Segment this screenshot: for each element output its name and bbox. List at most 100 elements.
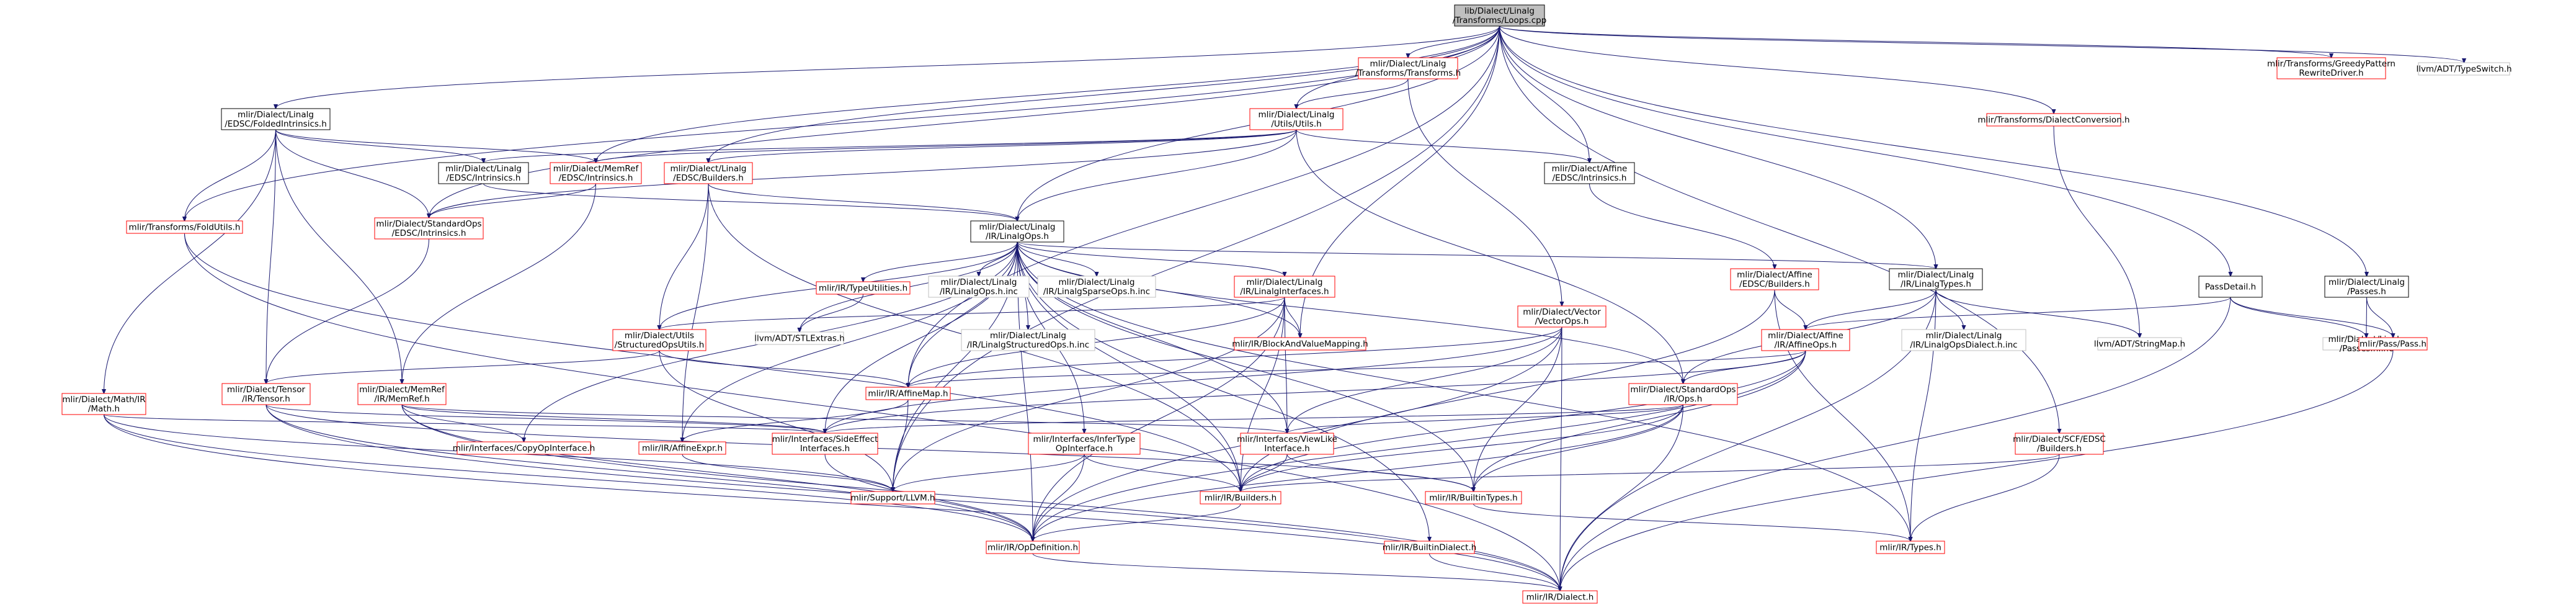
- node-copyOp[interactable]: mlir/Interfaces/CopyOpInterface.h: [453, 441, 595, 455]
- node-affineExpr[interactable]: mlir/IR/AffineExpr.h: [638, 441, 726, 455]
- edge-linOps-to-linInterfaces: [1017, 241, 1285, 276]
- node-label-line: llvm/ADT/STLExtras.h: [754, 334, 844, 344]
- node-blockMap[interactable]: mlir/IR/BlockAndValueMapping.h: [1232, 337, 1368, 351]
- edge-utils-to-stdOps: [1296, 129, 1683, 384]
- node-linStructInc[interactable]: mlir/Dialect/Linalg/IR/LinalgStructuredO…: [961, 329, 1095, 351]
- node-linOps[interactable]: mlir/Dialect/Linalg/IR/LinalgOps.h: [970, 220, 1064, 243]
- node-box: [1249, 108, 1344, 130]
- node-linTrans[interactable]: mlir/Dialect/Linalg/Transforms/Transform…: [1355, 57, 1461, 79]
- node-label-line: mlir/Dialect/Linalg: [1247, 277, 1323, 287]
- edge-linBuilders-to-linOps: [708, 183, 1017, 221]
- node-builtinDialect[interactable]: mlir/IR/BuiltinDialect.h: [1383, 541, 1477, 554]
- node-types[interactable]: mlir/IR/Types.h: [1876, 541, 1945, 554]
- edge-folded-to-mathIR: [104, 129, 276, 393]
- node-linPasses[interactable]: mlir/Dialect/Linalg/Passes.h: [2324, 276, 2409, 298]
- node-dialect[interactable]: mlir/IR/Dialect.h: [1522, 590, 1598, 604]
- node-linIntr[interactable]: mlir/Dialect/Linalg/EDSC/Intrinsics.h: [438, 162, 529, 184]
- node-box: [2015, 433, 2104, 455]
- node-linInterfaces[interactable]: mlir/Dialect/Linalg/IR/LinalgInterfaces.…: [1234, 276, 1335, 298]
- edge-linOps-to-viewLike: [1017, 241, 1287, 433]
- node-vectorOps[interactable]: mlir/Dialect/Vector/VectorOps.h: [1517, 305, 1607, 328]
- node-memrefIntr[interactable]: mlir/Dialect/MemRef/EDSC/Intrinsics.h: [550, 162, 642, 184]
- node-label-line: /EDSC/Builders.h: [673, 173, 744, 183]
- node-greedy[interactable]: mlir/Transforms/GreedyPatternRewriteDriv…: [2267, 57, 2396, 79]
- node-label-line: /IR/MemRef.h: [374, 394, 429, 404]
- node-scfBuilders[interactable]: mlir/Dialect/SCF/EDSC/Builders.h: [2013, 433, 2106, 455]
- edge-stdOps-to-dialect: [1560, 404, 1683, 591]
- node-label-line: mlir/IR/Builders.h: [1205, 493, 1277, 503]
- node-label-line: PassDetail.h: [2205, 282, 2257, 292]
- node-stdIntr[interactable]: mlir/Dialect/StandardOps/EDSC/Intrinsics…: [374, 217, 484, 240]
- node-foldUtils[interactable]: mlir/Transforms/FoldUtils.h: [126, 220, 243, 234]
- node-folded[interactable]: mlir/Dialect/Linalg/EDSC/FoldedIntrinsic…: [221, 108, 331, 130]
- node-label-line: /EDSC/Intrinsics.h: [447, 173, 521, 183]
- node-affineMap[interactable]: mlir/IR/AffineMap.h: [865, 387, 951, 400]
- node-mathIR[interactable]: mlir/Dialect/Math/IR/Math.h: [61, 393, 146, 415]
- edge-utils-to-linIntr: [484, 129, 1297, 163]
- node-box: [457, 441, 591, 455]
- node-opDef[interactable]: mlir/IR/OpDefinition.h: [986, 541, 1080, 554]
- node-passDetail[interactable]: PassDetail.h: [2198, 276, 2263, 298]
- node-irBuilders[interactable]: mlir/IR/Builders.h: [1200, 491, 1281, 505]
- node-label-line: mlir/Dialect/Linalg: [2329, 277, 2405, 287]
- edge-passH-to-dialect: [1560, 349, 2394, 591]
- edge-root-to-memrefIntr: [596, 25, 1500, 163]
- node-box: [1240, 433, 1334, 455]
- node-label-line: /VectorOps.h: [1535, 316, 1589, 326]
- node-box: [816, 281, 911, 295]
- node-label-line: mlir/Transforms/GreedyPattern: [2267, 59, 2396, 69]
- node-box: [1730, 268, 1819, 290]
- node-tensor[interactable]: mlir/Dialect/Tensor/IR/Tensor.h: [221, 383, 311, 405]
- edge-viewLike-to-builtinTypes: [1286, 454, 1474, 492]
- node-label-line: Interfaces.h: [800, 444, 850, 454]
- node-box: [1037, 276, 1156, 298]
- edge-affOps-to-opDef: [1033, 350, 1806, 541]
- node-affBuilders[interactable]: mlir/Dialect/Affine/EDSC/Builders.h: [1730, 268, 1819, 290]
- node-box: [1889, 268, 1983, 290]
- node-linDialectInc[interactable]: mlir/Dialect/Linalg/IR/LinalgOpsDialect.…: [1901, 329, 2026, 351]
- node-affIntr[interactable]: mlir/Dialect/Affine/EDSC/Intrinsics.h: [1544, 162, 1635, 184]
- node-memrefIR[interactable]: mlir/Dialect/MemRef/IR/MemRef.h: [357, 383, 447, 405]
- node-stringMap[interactable]: llvm/ADT/StringMap.h: [2094, 337, 2185, 351]
- node-typeSwitch[interactable]: llvm/ADT/TypeSwitch.h: [2416, 62, 2512, 76]
- node-utils[interactable]: mlir/Dialect/Linalg/Utils/Utils.h: [1249, 108, 1344, 130]
- node-label-line: /Transforms/Loops.cpp: [1453, 16, 1547, 25]
- edge-memrefIntr-to-stdIntr: [429, 183, 596, 218]
- edge-linTypes-to-affOps: [1806, 289, 1936, 330]
- edge-affOps-to-builtinTypes: [1474, 350, 1806, 492]
- node-label-line: mlir/Interfaces/InferType: [1033, 434, 1136, 444]
- edge-builtinDialect-to-dialect: [1429, 553, 1561, 591]
- node-builtinTypes[interactable]: mlir/IR/BuiltinTypes.h: [1425, 491, 1522, 505]
- node-stlExtras[interactable]: llvm/ADT/STLExtras.h: [754, 331, 845, 345]
- node-box: [1454, 4, 1545, 27]
- node-label-line: llvm/ADT/TypeSwitch.h: [2416, 65, 2511, 74]
- edge-memrefIR-to-sideEffect: [401, 404, 825, 433]
- node-linOpsInc[interactable]: mlir/Dialect/Linalg/IR/LinalgOps.h.inc: [928, 276, 1030, 298]
- node-label-line: mlir/Transforms/DialectConversion.h: [1977, 115, 2129, 125]
- node-passH[interactable]: mlir/Pass/Pass.h: [2358, 337, 2428, 351]
- node-stdOps[interactable]: mlir/Dialect/StandardOps/IR/Ops.h: [1628, 383, 1738, 405]
- node-typeUtil[interactable]: mlir/IR/TypeUtilities.h: [816, 281, 911, 295]
- node-llvmH[interactable]: mlir/Support/LLVM.h: [850, 491, 935, 505]
- node-dialectConv[interactable]: mlir/Transforms/DialectConversion.h: [1977, 113, 2130, 127]
- node-affOps[interactable]: mlir/Dialect/Affine/IR/AffineOps.h: [1761, 329, 1850, 351]
- node-box: [221, 108, 331, 130]
- edge-utils-to-memrefIntr: [596, 129, 1297, 163]
- node-label-line: mlir/Dialect/Utils: [625, 331, 694, 341]
- node-label-line: /EDSC/Intrinsics.h: [392, 228, 466, 238]
- node-box: [1028, 433, 1141, 455]
- node-structUtils[interactable]: mlir/Dialect/Utils/StructuredOpsUtils.h: [612, 329, 706, 351]
- node-linBuilders[interactable]: mlir/Dialect/Linalg/EDSC/Builders.h: [664, 162, 753, 184]
- edge-passDetail-to-passH: [2230, 297, 2393, 338]
- node-linSparseInc[interactable]: mlir/Dialect/Linalg/IR/LinalgSparseOps.h…: [1037, 276, 1156, 298]
- node-linTypes[interactable]: mlir/Dialect/Linalg/IR/LinalgTypes.h: [1889, 268, 1983, 290]
- node-label-line: mlir/Dialect/StandardOps: [1630, 385, 1736, 395]
- edge-root-to-passDetail: [1499, 25, 2231, 276]
- node-box: [2198, 276, 2263, 298]
- edge-affOps-to-sideEffect: [825, 350, 1806, 433]
- node-label-line: lib/Dialect/Linalg: [1464, 6, 1535, 16]
